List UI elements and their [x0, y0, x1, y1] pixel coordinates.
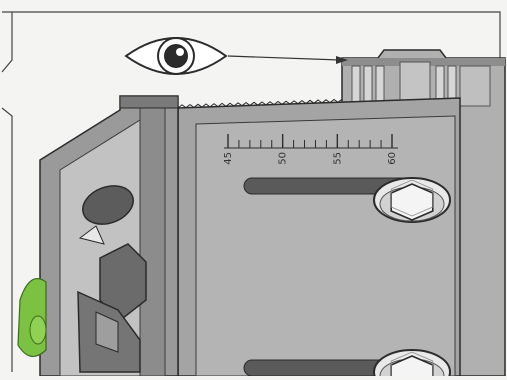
- scale-label: 45: [223, 152, 234, 165]
- scale-label: 60: [387, 152, 398, 165]
- main-plate: [178, 98, 460, 376]
- scale-label: 50: [278, 152, 289, 165]
- hex-bolt-top: [374, 178, 450, 222]
- scale-label: 55: [332, 152, 343, 165]
